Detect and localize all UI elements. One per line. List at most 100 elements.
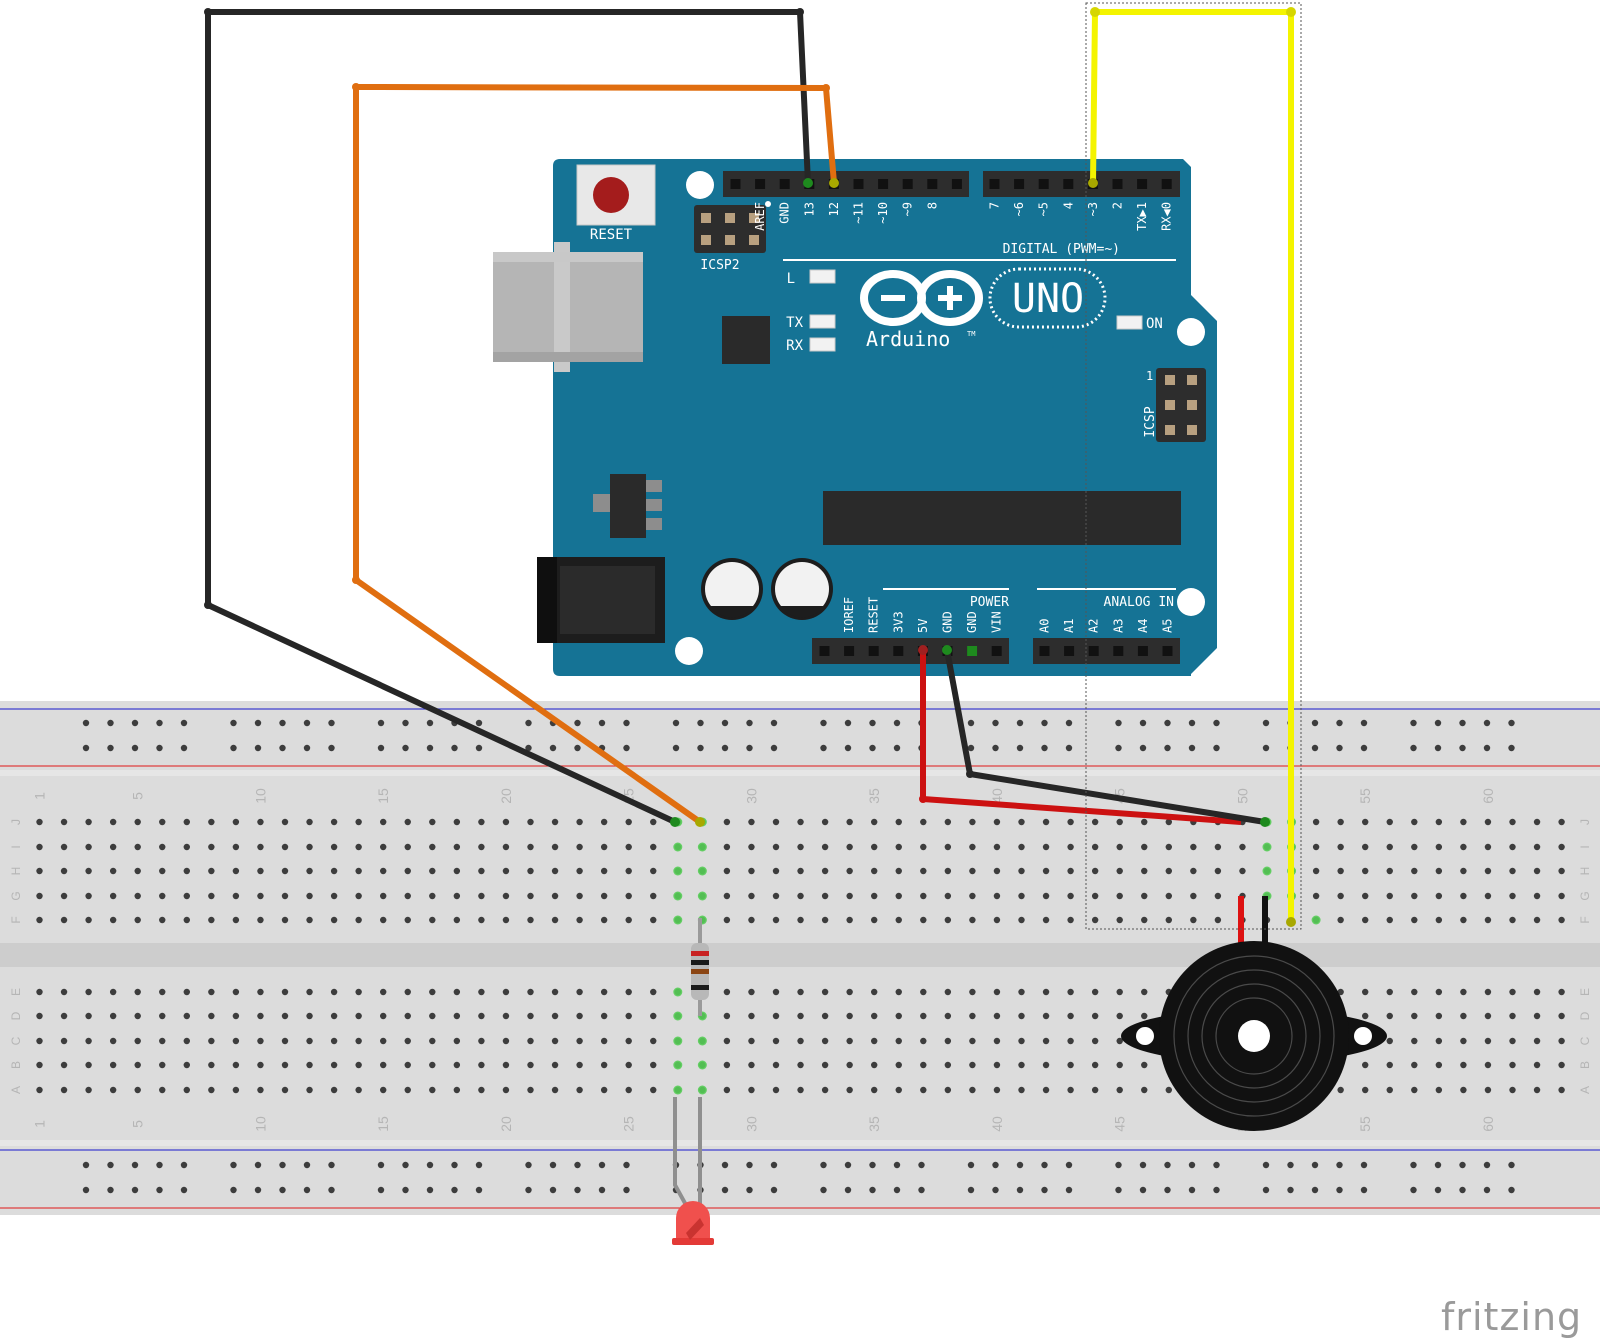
- rail-hole[interactable]: [525, 719, 532, 727]
- breadboard-hole[interactable]: [183, 1061, 190, 1069]
- breadboard-hole[interactable]: [330, 1086, 338, 1094]
- breadboard-hole[interactable]: [944, 988, 952, 996]
- breadboard-hole[interactable]: [748, 988, 755, 996]
- rail-hole[interactable]: [1336, 1161, 1343, 1169]
- breadboard-hole[interactable]: [1460, 916, 1467, 924]
- breadboard-hole[interactable]: [502, 1012, 510, 1020]
- breadboard-hole[interactable]: [281, 892, 289, 900]
- breadboard-hole[interactable]: [527, 818, 534, 826]
- breadboard-hole[interactable]: [551, 988, 559, 996]
- breadboard-hole[interactable]: [429, 892, 436, 900]
- breadboard-hole[interactable]: [257, 867, 264, 875]
- breadboard-hole[interactable]: [1484, 818, 1492, 826]
- breadboard-hole[interactable]: [1533, 818, 1541, 826]
- breadboard-hole[interactable]: [1533, 988, 1541, 996]
- breadboard-hole[interactable]: [895, 988, 902, 996]
- breadboard-hole[interactable]: [871, 1061, 878, 1069]
- rail-hole[interactable]: [131, 1186, 139, 1194]
- breadboard-hole[interactable]: [208, 843, 215, 851]
- breadboard-hole[interactable]: [846, 1086, 853, 1094]
- breadboard-hole[interactable]: [1091, 843, 1099, 851]
- breadboard-hole[interactable]: [527, 1012, 534, 1020]
- breadboard-hole[interactable]: [1533, 892, 1541, 900]
- breadboard-hole[interactable]: [404, 1012, 411, 1020]
- breadboard-hole[interactable]: [453, 892, 461, 900]
- breadboard-hole[interactable]: [1533, 916, 1541, 924]
- breadboard-hole[interactable]: [355, 988, 362, 996]
- breadboard-hole[interactable]: [1141, 867, 1148, 875]
- breadboard-hole[interactable]: [404, 1037, 411, 1045]
- breadboard-hole[interactable]: [871, 892, 878, 900]
- breadboard-hole[interactable]: [257, 1012, 264, 1020]
- breadboard-hole[interactable]: [429, 1086, 436, 1094]
- breadboard-hole[interactable]: [1116, 1061, 1123, 1069]
- breadboard-hole[interactable]: [1337, 867, 1344, 875]
- breadboard-hole[interactable]: [355, 916, 362, 924]
- breadboard-hole[interactable]: [1337, 988, 1344, 996]
- rail-hole[interactable]: [475, 719, 483, 727]
- breadboard-hole[interactable]: [772, 1086, 780, 1094]
- reset-button[interactable]: [576, 164, 656, 226]
- breadboard-hole[interactable]: [650, 892, 657, 900]
- header-socket[interactable]: [878, 179, 889, 189]
- breadboard-hole[interactable]: [1411, 1086, 1418, 1094]
- breadboard-hole[interactable]: [306, 1012, 313, 1020]
- breadboard-hole[interactable]: [208, 1061, 215, 1069]
- breadboard-hole[interactable]: [1214, 916, 1222, 924]
- breadboard-hole[interactable]: [232, 916, 240, 924]
- breadboard-hole[interactable]: [1386, 1037, 1393, 1045]
- breadboard-hole[interactable]: [527, 1061, 534, 1069]
- rail-hole[interactable]: [1262, 1186, 1270, 1194]
- rail-hole[interactable]: [279, 1186, 286, 1194]
- breadboard-hole[interactable]: [650, 1037, 657, 1045]
- breadboard-hole[interactable]: [1116, 892, 1123, 900]
- rail-hole[interactable]: [820, 744, 827, 752]
- breadboard-hole[interactable]: [993, 1086, 1001, 1094]
- breadboard-hole[interactable]: [1533, 1086, 1541, 1094]
- breadboard-hole[interactable]: [355, 1037, 362, 1045]
- rail-hole[interactable]: [1483, 1186, 1491, 1194]
- breadboard-hole[interactable]: [232, 988, 240, 996]
- breadboard-hole[interactable]: [478, 843, 485, 851]
- breadboard-hole[interactable]: [944, 1061, 952, 1069]
- breadboard-hole[interactable]: [330, 1037, 338, 1045]
- breadboard-hole[interactable]: [920, 843, 927, 851]
- breadboard-hole[interactable]: [134, 1012, 141, 1020]
- breadboard-hole[interactable]: [281, 916, 289, 924]
- rail-hole[interactable]: [1508, 719, 1515, 727]
- rail-hole[interactable]: [1336, 744, 1343, 752]
- rail-hole[interactable]: [1459, 719, 1466, 727]
- rail-hole[interactable]: [1459, 1186, 1466, 1194]
- breadboard-hole[interactable]: [748, 1037, 755, 1045]
- header-socket[interactable]: [779, 179, 790, 189]
- breadboard-hole[interactable]: [1141, 843, 1148, 851]
- breadboard-hole[interactable]: [306, 916, 313, 924]
- rail-hole[interactable]: [1360, 1161, 1368, 1169]
- header-socket[interactable]: [1161, 179, 1172, 189]
- rail-hole[interactable]: [254, 719, 262, 727]
- breadboard-hole[interactable]: [576, 1037, 583, 1045]
- breadboard-hole[interactable]: [208, 988, 215, 996]
- rail-hole[interactable]: [1016, 1161, 1024, 1169]
- breadboard-hole[interactable]: [380, 916, 387, 924]
- breadboard-hole[interactable]: [306, 988, 313, 996]
- breadboard-hole[interactable]: [355, 867, 362, 875]
- breadboard-hole[interactable]: [650, 867, 657, 875]
- rail-hole[interactable]: [156, 719, 163, 727]
- breadboard-hole[interactable]: [1214, 892, 1222, 900]
- rail-hole[interactable]: [721, 744, 729, 752]
- breadboard-hole[interactable]: [183, 1012, 190, 1020]
- rail-hole[interactable]: [1164, 1186, 1171, 1194]
- breadboard-hole[interactable]: [969, 988, 976, 996]
- breadboard-hole[interactable]: [109, 916, 117, 924]
- breadboard-hole[interactable]: [1165, 892, 1173, 900]
- breadboard-hole[interactable]: [1362, 1061, 1369, 1069]
- breadboard-hole[interactable]: [1067, 916, 1074, 924]
- breadboard-hole[interactable]: [650, 1061, 657, 1069]
- breadboard-hole[interactable]: [1435, 818, 1443, 826]
- breadboard-hole[interactable]: [1239, 867, 1246, 875]
- breadboard-hole[interactable]: [183, 916, 190, 924]
- breadboard-hole[interactable]: [1362, 916, 1369, 924]
- breadboard-hole[interactable]: [1165, 818, 1173, 826]
- breadboard-hole[interactable]: [109, 1086, 117, 1094]
